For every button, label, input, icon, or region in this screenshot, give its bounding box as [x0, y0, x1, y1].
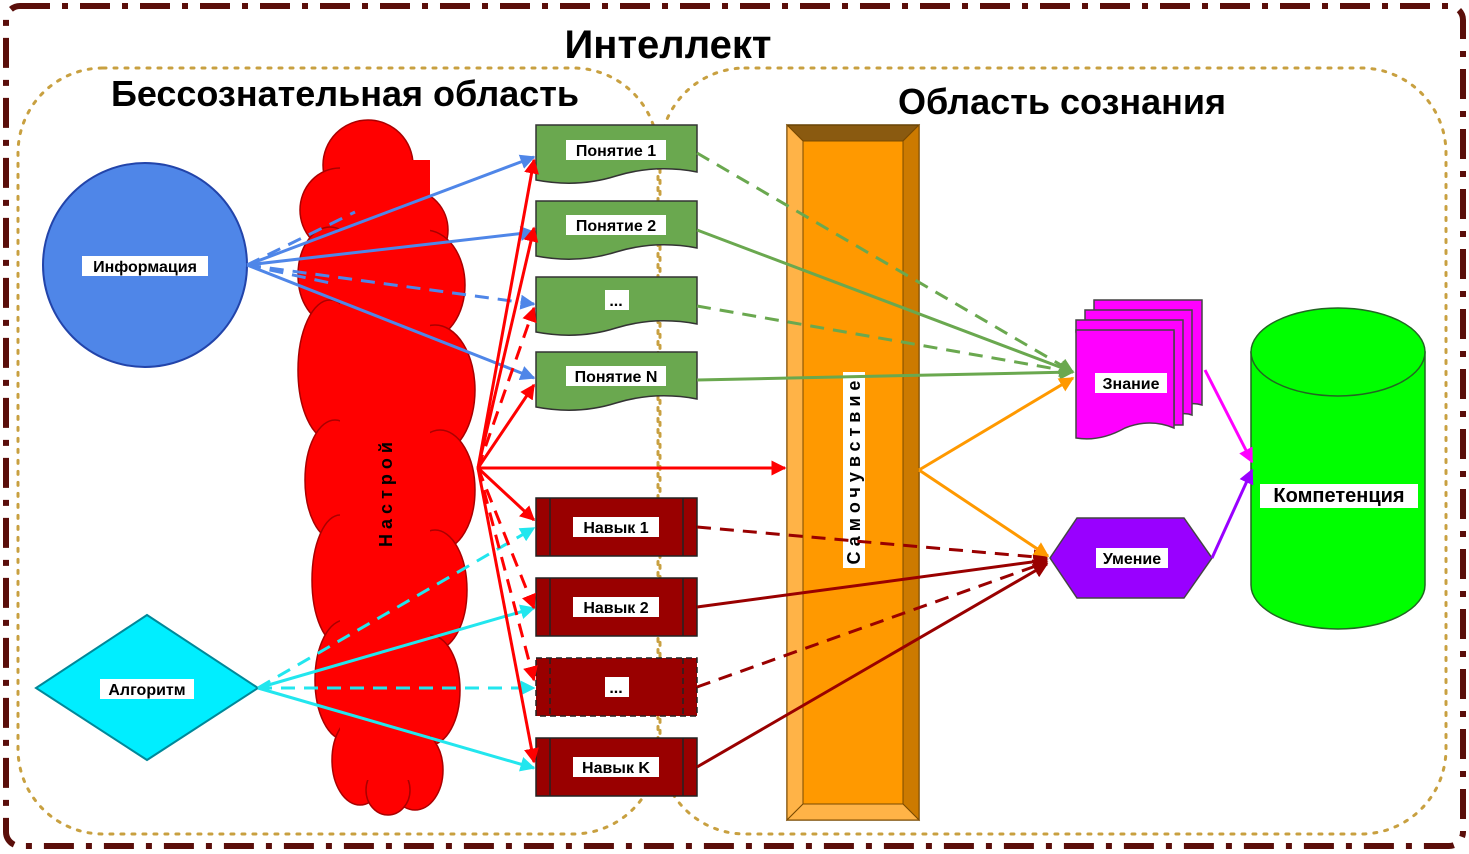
ability-label: Умение — [1103, 551, 1161, 568]
concept-box-2: Понятие 2 — [535, 200, 698, 260]
algorithm-label-bg — [100, 679, 194, 699]
information-label: Информация — [93, 259, 197, 276]
concept-arrows — [696, 151, 1075, 382]
knowledge-to-competence-arrow — [1203, 369, 1254, 464]
skill-box-2: Навык 2 — [535, 577, 698, 637]
conscious-region-title: Область сознания — [898, 81, 1226, 122]
unconscious-region-title: Бессознательная область — [111, 73, 579, 114]
mood-cloud — [297, 119, 476, 816]
wellbeing-label-bg — [843, 372, 865, 568]
mood-label: Настрой — [376, 437, 396, 547]
knowledge-label: Знание — [1103, 376, 1160, 393]
knowledge-documents — [1075, 299, 1203, 440]
competence-label: Компетенция — [1273, 485, 1404, 507]
diagram-title: Интеллект — [565, 23, 772, 67]
svg-text:Навык 1: Навык 1 — [583, 520, 648, 537]
unconscious-region — [16, 66, 660, 836]
algorithm-label: Алгоритм — [108, 682, 185, 699]
svg-text:...: ... — [609, 293, 622, 310]
wellbeing-label: Самочувствие — [844, 376, 864, 565]
knowledge-label-bg — [1095, 373, 1167, 393]
svg-text:Навык 2: Навык 2 — [583, 600, 648, 617]
ability-label-bg — [1096, 548, 1168, 568]
skill-box-ellipsis: ... — [535, 657, 698, 717]
intellect-frame — [3, 3, 1466, 849]
concept-box-1: Понятие 1 — [535, 124, 698, 184]
information-arrows — [246, 154, 536, 381]
conscious-region — [658, 66, 1448, 836]
svg-text:Понятие N: Понятие N — [575, 369, 658, 386]
concept-box-ellipsis: ... — [535, 276, 698, 336]
algorithm-arrows — [257, 526, 536, 772]
concept-box-n: Понятие N — [535, 351, 698, 411]
ability-to-competence-arrow — [1210, 468, 1254, 559]
competence-label-bg — [1260, 484, 1418, 508]
skill-box-1: Навык 1 — [535, 497, 698, 557]
svg-text:Понятие 2: Понятие 2 — [576, 218, 656, 235]
svg-text:Навык K: Навык K — [582, 760, 650, 777]
skill-arrows — [696, 525, 1049, 769]
wellbeing-arrows — [918, 376, 1075, 558]
information-label-bg — [82, 256, 208, 276]
svg-text:...: ... — [609, 680, 622, 697]
svg-text:Понятие 1: Понятие 1 — [576, 143, 656, 160]
mood-arrows — [476, 158, 787, 764]
competence-cylinder — [1250, 307, 1426, 630]
skill-box-k: Навык K — [535, 737, 698, 797]
